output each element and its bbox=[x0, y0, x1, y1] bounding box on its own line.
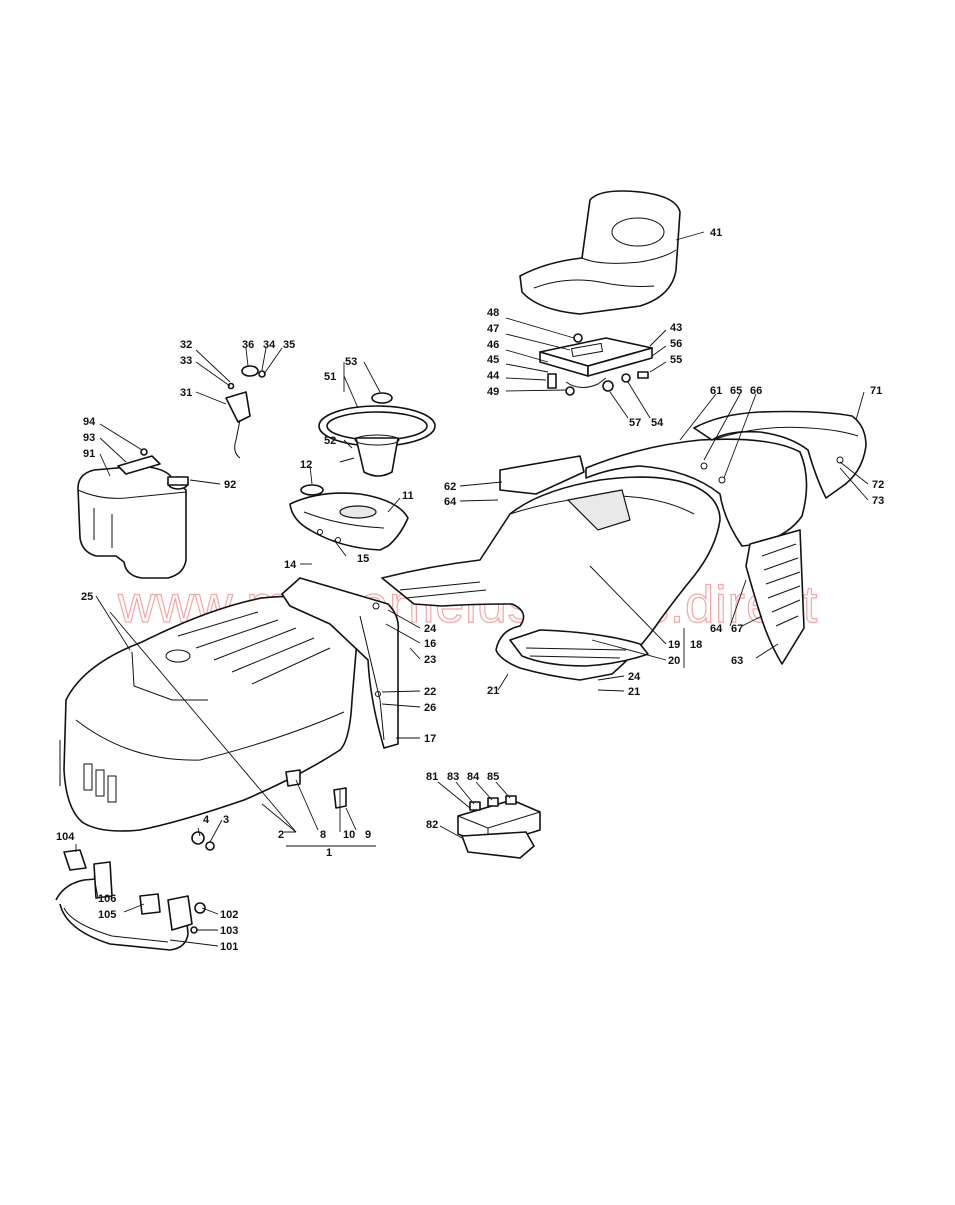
callout-24b: 24 bbox=[628, 671, 641, 683]
callout-73: 73 bbox=[872, 495, 884, 507]
callout-44: 44 bbox=[487, 370, 500, 382]
callout-41: 41 bbox=[710, 227, 722, 239]
callout-8: 8 bbox=[320, 829, 326, 841]
callout-64b: 64 bbox=[710, 623, 723, 635]
callout-43: 43 bbox=[670, 322, 682, 334]
callout-57: 57 bbox=[629, 417, 641, 429]
throttle-lever-part bbox=[225, 365, 266, 459]
callout-34: 34 bbox=[263, 339, 276, 351]
callout-3: 3 bbox=[223, 814, 229, 826]
callout-45: 45 bbox=[487, 354, 499, 366]
callout-9: 9 bbox=[365, 829, 371, 841]
callout-21a: 21 bbox=[487, 685, 499, 697]
callout-4: 4 bbox=[203, 814, 210, 826]
callout-1: 1 bbox=[326, 847, 332, 859]
callout-81: 81 bbox=[426, 771, 438, 783]
callout-64a: 64 bbox=[444, 496, 457, 508]
callout-91: 91 bbox=[83, 448, 95, 460]
callout-46: 46 bbox=[487, 339, 499, 351]
callout-32: 32 bbox=[180, 339, 192, 351]
callout-14: 14 bbox=[284, 559, 297, 571]
callout-94: 94 bbox=[83, 416, 96, 428]
callout-21b: 21 bbox=[628, 686, 640, 698]
seat-part bbox=[519, 190, 681, 315]
callout-25: 25 bbox=[81, 591, 93, 603]
callout-35: 35 bbox=[283, 339, 295, 351]
callout-49: 49 bbox=[487, 386, 499, 398]
callout-12: 12 bbox=[300, 459, 312, 471]
callout-18: 18 bbox=[690, 639, 702, 651]
callout-24a: 24 bbox=[424, 623, 437, 635]
callout-71: 71 bbox=[870, 385, 882, 397]
callout-labels: 41 48 47 46 45 44 49 43 56 55 57 54 53 5… bbox=[56, 227, 884, 953]
callout-22: 22 bbox=[424, 686, 436, 698]
callout-102: 102 bbox=[220, 909, 238, 921]
callout-72: 72 bbox=[872, 479, 884, 491]
callout-33: 33 bbox=[180, 355, 192, 367]
body-chassis-part bbox=[381, 455, 721, 681]
front-shield-part bbox=[281, 577, 400, 749]
callout-82: 82 bbox=[426, 819, 438, 831]
callout-101: 101 bbox=[220, 941, 238, 953]
callout-92: 92 bbox=[224, 479, 236, 491]
seat-bracket-part bbox=[539, 333, 653, 396]
callout-26: 26 bbox=[424, 702, 436, 714]
callout-67: 67 bbox=[731, 623, 743, 635]
callout-53: 53 bbox=[345, 356, 357, 368]
leader-lines bbox=[75, 231, 869, 947]
callout-52: 52 bbox=[324, 435, 336, 447]
callout-2: 2 bbox=[278, 829, 284, 841]
steering-wheel-part bbox=[318, 392, 436, 477]
callout-48: 48 bbox=[487, 307, 499, 319]
callout-83: 83 bbox=[447, 771, 459, 783]
mount-bracket-part bbox=[457, 795, 541, 859]
callout-16: 16 bbox=[424, 638, 436, 650]
callout-106: 106 bbox=[98, 893, 116, 905]
callout-20: 20 bbox=[668, 655, 680, 667]
callout-47: 47 bbox=[487, 323, 499, 335]
fender-part bbox=[585, 438, 808, 665]
callout-103: 103 bbox=[220, 925, 238, 937]
callout-23: 23 bbox=[424, 654, 436, 666]
callout-61: 61 bbox=[710, 385, 722, 397]
front-bumper-part bbox=[55, 849, 206, 951]
callout-11: 11 bbox=[402, 490, 414, 502]
callout-84: 84 bbox=[467, 771, 480, 783]
callout-62: 62 bbox=[444, 481, 456, 493]
callout-66: 66 bbox=[750, 385, 762, 397]
callout-36: 36 bbox=[242, 339, 254, 351]
callout-55: 55 bbox=[670, 354, 682, 366]
callout-17: 17 bbox=[424, 733, 436, 745]
rear-cover-part bbox=[693, 410, 867, 499]
callout-85: 85 bbox=[487, 771, 499, 783]
callout-104: 104 bbox=[56, 831, 75, 843]
callout-93: 93 bbox=[83, 432, 95, 444]
callout-65: 65 bbox=[730, 385, 742, 397]
callout-51: 51 bbox=[324, 371, 336, 383]
fuel-tank-part bbox=[77, 448, 189, 579]
hood-part bbox=[59, 595, 359, 851]
callout-63: 63 bbox=[731, 655, 743, 667]
callout-31: 31 bbox=[180, 387, 192, 399]
dash-cover-part bbox=[289, 484, 409, 551]
callout-105: 105 bbox=[98, 909, 116, 921]
callout-15: 15 bbox=[357, 553, 369, 565]
callout-19: 19 bbox=[668, 639, 680, 651]
callout-54: 54 bbox=[651, 417, 664, 429]
callout-56: 56 bbox=[670, 338, 682, 350]
callout-10: 10 bbox=[343, 829, 355, 841]
